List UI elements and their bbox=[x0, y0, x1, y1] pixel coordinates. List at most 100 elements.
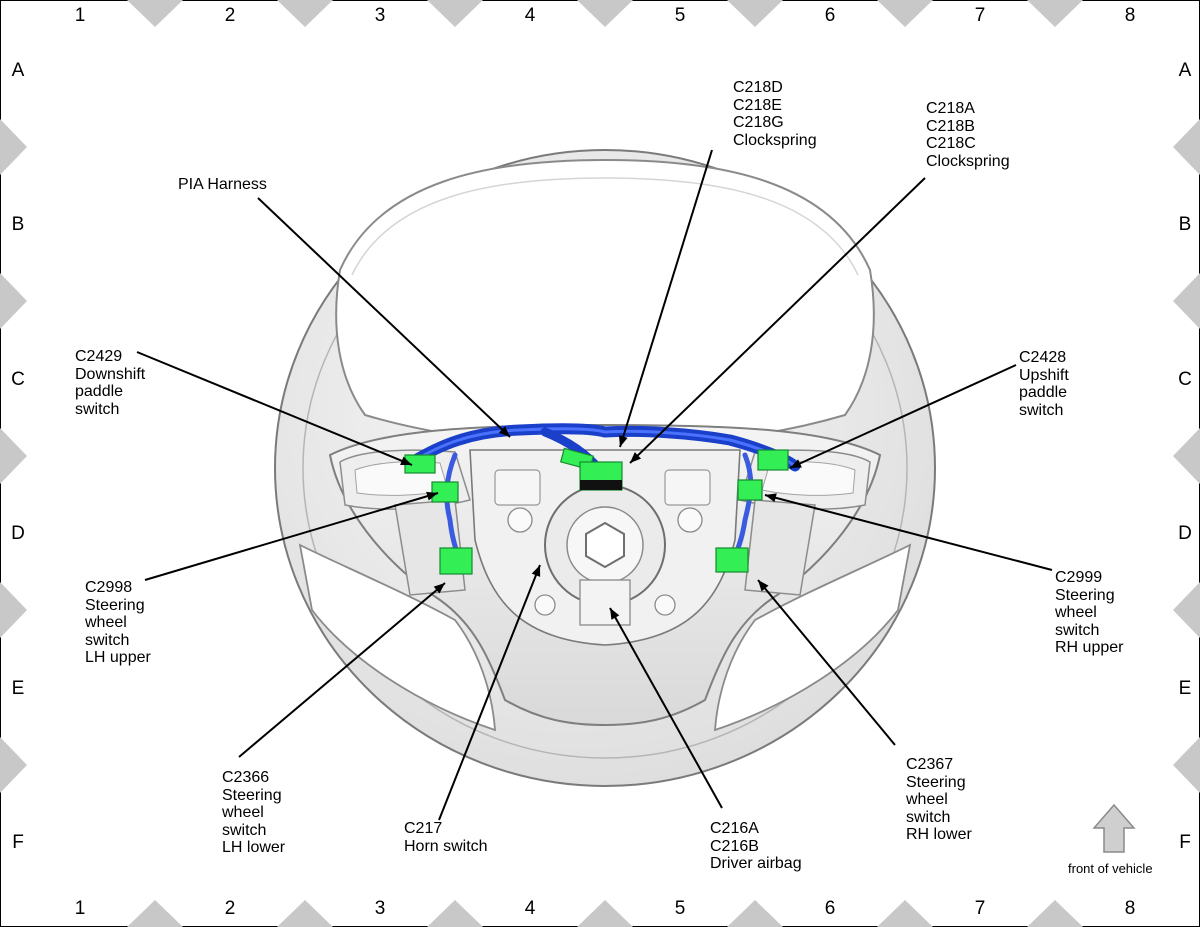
leader-c2428-arrowhead bbox=[790, 459, 802, 468]
leader-c2998-arrowhead bbox=[426, 491, 438, 501]
callout-c218d-clockspring: C218D C218E C218G Clockspring bbox=[733, 79, 817, 149]
grid-marker-right bbox=[1173, 582, 1200, 638]
leader-c2367 bbox=[757, 579, 896, 746]
row-label-left: B bbox=[11, 214, 25, 235]
grid-marker-right bbox=[1173, 428, 1200, 484]
column-label-bottom: 8 bbox=[1124, 898, 1136, 919]
row-label-right: E bbox=[1178, 678, 1192, 699]
connector-c2367 bbox=[715, 547, 749, 573]
leader-c218a bbox=[629, 177, 926, 464]
grid-marker-left bbox=[0, 273, 27, 329]
column-label-top: 2 bbox=[224, 5, 236, 26]
leader-c216a bbox=[609, 607, 723, 809]
grid-marker-bottom bbox=[877, 900, 933, 927]
wheel-lower-right-opening bbox=[714, 543, 912, 732]
hub-mount-hole-left bbox=[507, 507, 533, 533]
grid-marker-top bbox=[577, 0, 633, 27]
grid-marker-bottom bbox=[1027, 900, 1083, 927]
hub-mount-hole-lower-right bbox=[654, 594, 676, 616]
callout-c2998-lh-upper: C2998 Steering wheel switch LH upper bbox=[85, 579, 151, 666]
row-label-left: D bbox=[11, 523, 25, 544]
callout-c216a-airbag: C216A C216B Driver airbag bbox=[710, 820, 802, 872]
hub-lower-bracket bbox=[579, 579, 631, 626]
grid-marker-bottom bbox=[127, 900, 183, 927]
leader-c2366 bbox=[238, 582, 446, 758]
callout-pia-harness: PIA Harness bbox=[178, 176, 267, 193]
row-label-left: E bbox=[11, 678, 25, 699]
column-label-top: 3 bbox=[374, 5, 386, 26]
row-label-left: F bbox=[12, 832, 24, 853]
row-label-right: F bbox=[1179, 832, 1191, 853]
column-label-top: 4 bbox=[524, 5, 536, 26]
grid-marker-bottom bbox=[727, 900, 783, 927]
hub-left-pocket bbox=[494, 469, 541, 506]
leader-c2429 bbox=[136, 351, 413, 466]
column-label-bottom: 3 bbox=[374, 898, 386, 919]
column-label-bottom: 2 bbox=[224, 898, 236, 919]
leader-c2428 bbox=[789, 364, 1017, 469]
column-label-bottom: 5 bbox=[674, 898, 686, 919]
leader-c2999-arrowhead bbox=[765, 493, 777, 503]
up-arrow-icon bbox=[1092, 803, 1136, 853]
leader-lines bbox=[136, 149, 1053, 821]
callout-c2367-rh-lower: C2367 Steering wheel switch RH lower bbox=[906, 756, 972, 843]
pia-harness-highlight bbox=[410, 427, 797, 468]
leader-c218d-arrowhead bbox=[618, 435, 628, 447]
grid-marker-bottom bbox=[277, 900, 333, 927]
hub-right-pocket bbox=[664, 469, 711, 506]
callout-c2366-lh-lower: C2366 Steering wheel switch LH lower bbox=[222, 769, 286, 856]
grid-marker-bottom bbox=[577, 900, 633, 927]
grid-marker-right bbox=[1173, 273, 1200, 329]
wheel-upper-opening bbox=[335, 158, 875, 447]
column-label-top: 8 bbox=[1124, 5, 1136, 26]
leader-c2367-arrowhead bbox=[758, 580, 769, 592]
connectors bbox=[404, 447, 789, 575]
grid-marker-top bbox=[127, 0, 183, 27]
wheel-lower-left-opening bbox=[298, 543, 496, 732]
grid-marker-top bbox=[727, 0, 783, 27]
column-label-top: 1 bbox=[74, 5, 86, 26]
grid-marker-top bbox=[427, 0, 483, 27]
grid-marker-top bbox=[1027, 0, 1083, 27]
column-label-bottom: 1 bbox=[74, 898, 86, 919]
row-label-left: C bbox=[11, 369, 25, 390]
leader-c217 bbox=[438, 564, 541, 821]
connector-c218a-shadow bbox=[580, 480, 622, 490]
grid-marker-left bbox=[0, 582, 27, 638]
callout-c218a-clockspring: C218A C218B C218C Clockspring bbox=[926, 100, 1010, 170]
column-label-bottom: 4 bbox=[524, 898, 536, 919]
connector-c2999 bbox=[737, 479, 763, 501]
callout-c2429-downshift: C2429 Downshift paddle switch bbox=[75, 348, 146, 418]
column-label-top: 6 bbox=[824, 5, 836, 26]
leader-c2998 bbox=[144, 492, 439, 581]
column-label-top: 7 bbox=[974, 5, 986, 26]
grid-marker-right bbox=[1173, 119, 1200, 175]
connector-c2366 bbox=[439, 547, 473, 575]
wheel-upper-opening-highlight bbox=[351, 177, 859, 276]
leader-c2999 bbox=[764, 494, 1053, 571]
callout-c217-horn: C217 Horn switch bbox=[404, 820, 488, 855]
leader-c217-arrowhead bbox=[531, 565, 541, 577]
row-label-right: D bbox=[1178, 523, 1192, 544]
leader-pia-harness bbox=[257, 197, 511, 438]
leader-c216a-arrowhead bbox=[610, 608, 620, 620]
row-label-right: B bbox=[1178, 214, 1192, 235]
grid-marker-top bbox=[277, 0, 333, 27]
grid-marker-left bbox=[0, 119, 27, 175]
column-label-bottom: 6 bbox=[824, 898, 836, 919]
leader-pia-harness-arrowhead bbox=[498, 426, 510, 437]
leader-c218a-arrowhead bbox=[630, 452, 642, 463]
leader-c218d bbox=[619, 149, 713, 448]
row-label-right: C bbox=[1178, 369, 1192, 390]
hub-mount-hole-right bbox=[677, 507, 703, 533]
grid-marker-left bbox=[0, 737, 27, 793]
leader-c2366-arrowhead bbox=[433, 583, 445, 594]
connector-c2428 bbox=[757, 449, 789, 471]
leader-c2429-arrowhead bbox=[400, 456, 412, 465]
callout-c2999-rh-upper: C2999 Steering wheel switch RH upper bbox=[1055, 569, 1124, 656]
column-label-bottom: 7 bbox=[974, 898, 986, 919]
grid-marker-top bbox=[877, 0, 933, 27]
